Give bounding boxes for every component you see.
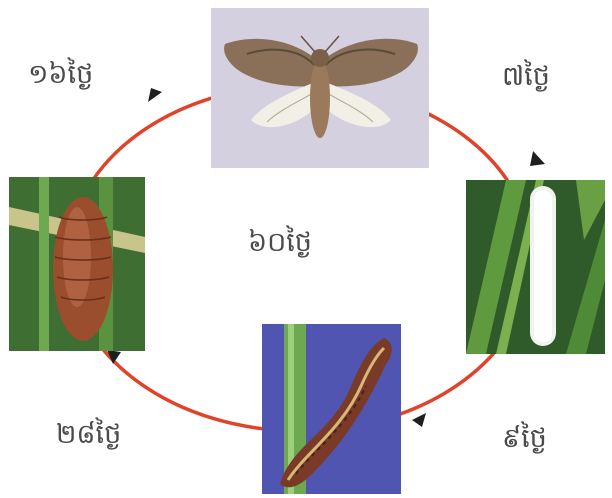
pupa-photo — [9, 177, 145, 351]
caterpillar-photo — [262, 324, 401, 494]
arrowhead-to-eggs — [530, 151, 545, 166]
eggs-on-leaf-photo — [466, 180, 605, 354]
arrowhead-to-larva — [412, 413, 426, 427]
egg-to-larva-duration-label: ៩ថ្ងៃ — [502, 422, 547, 461]
total-duration-label: ៦០ថ្ងៃ — [248, 226, 312, 265]
moth-to-egg-duration-label: ៧ថ្ងៃ — [502, 60, 550, 99]
pupa-to-moth-duration-label: ១៦ថ្ងៃ — [28, 58, 93, 97]
moth-photo — [211, 8, 429, 168]
larva-to-pupa-duration-label: ២៨ថ្ងៃ — [56, 418, 121, 457]
arrowhead-to-moth — [148, 88, 162, 102]
